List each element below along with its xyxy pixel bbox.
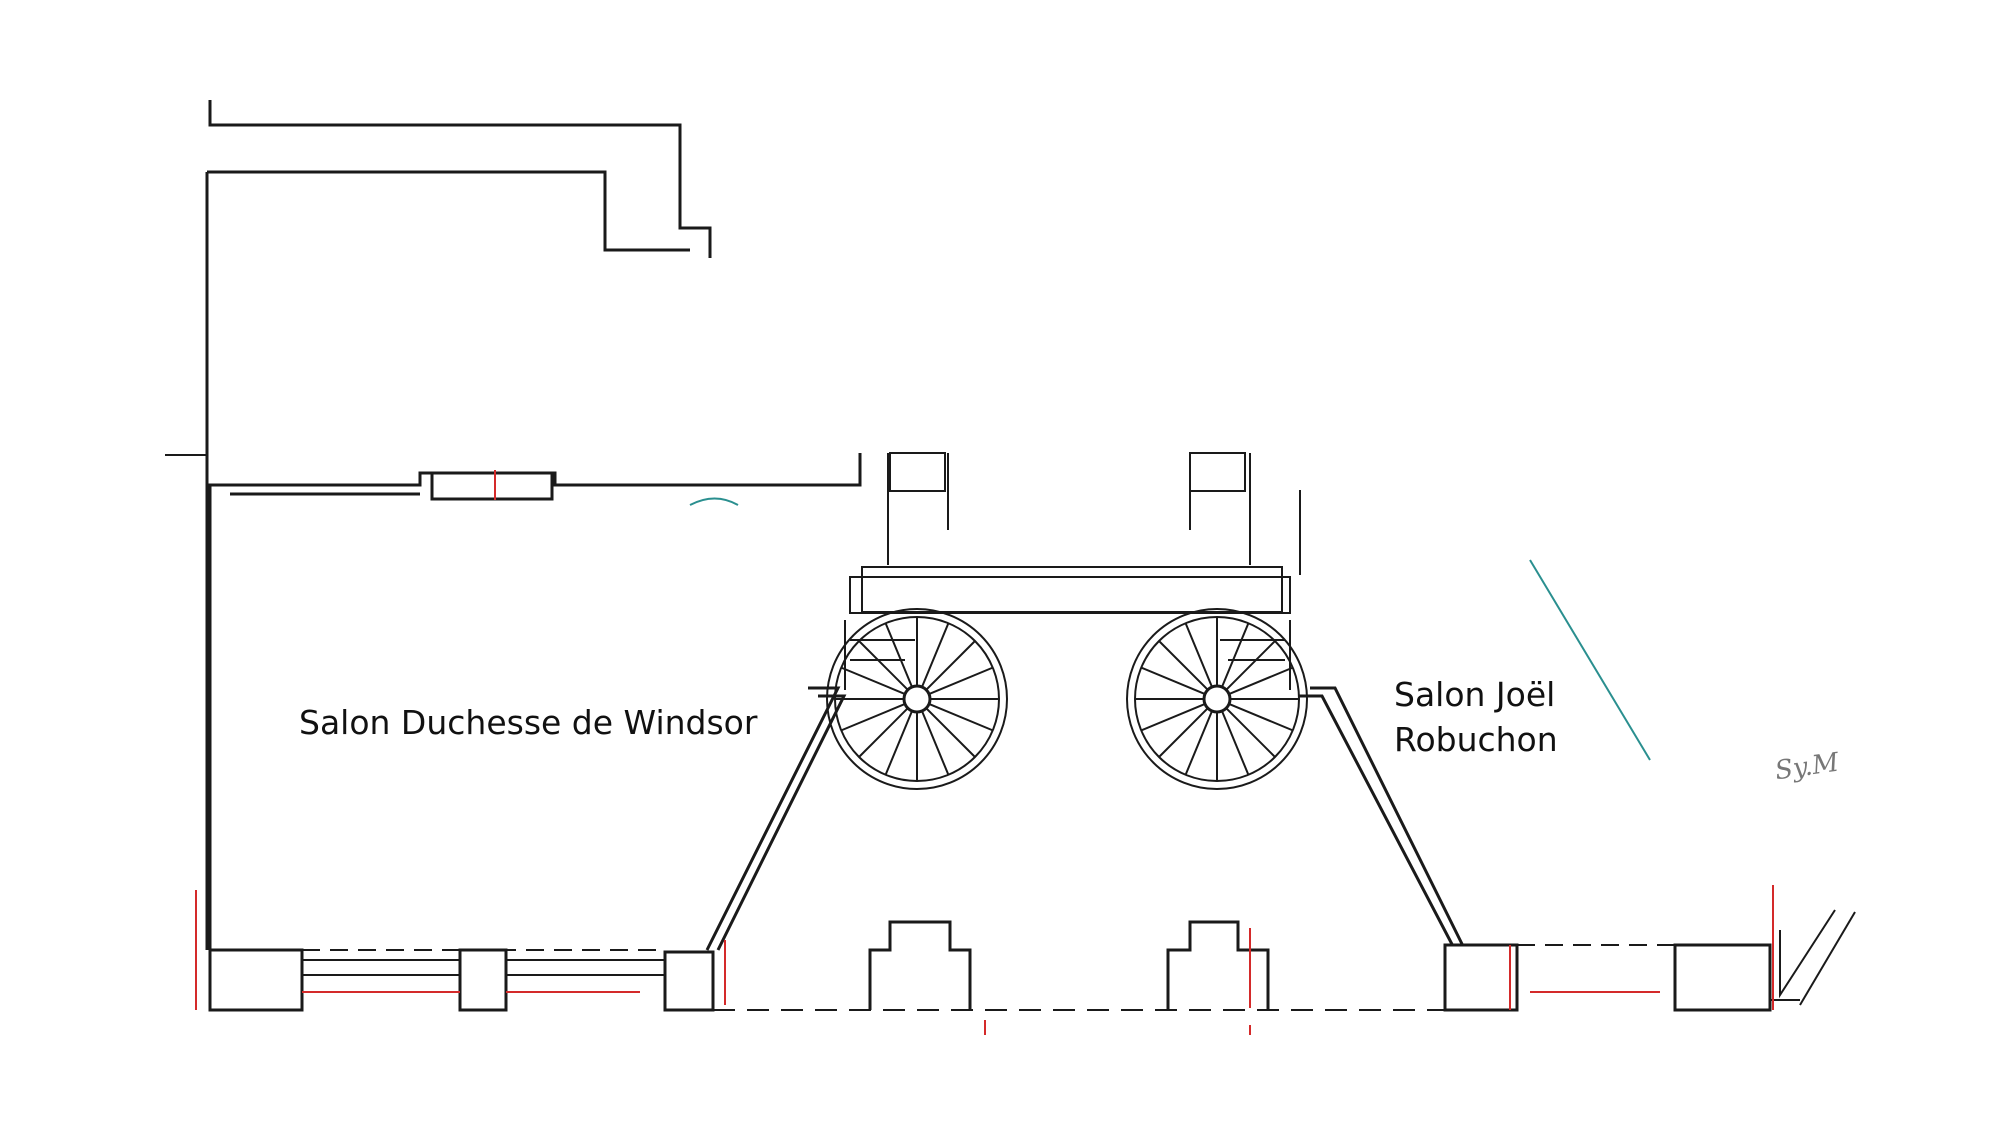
stair-tread <box>840 666 906 695</box>
stair-tread <box>1158 707 1209 758</box>
service-box-left <box>889 452 946 492</box>
pier-4 <box>1443 943 1519 1012</box>
stair-tread <box>921 710 950 776</box>
room-label-salon-duchesse-de-windsor: Salon Duchesse de Windsor <box>299 703 758 742</box>
stair-tread <box>1158 640 1209 691</box>
stair-tread <box>884 622 913 688</box>
center-wall-right <box>1310 686 1467 951</box>
outer-wall-top <box>208 100 712 258</box>
stair-tread <box>1228 666 1294 695</box>
pier-1 <box>208 948 304 1012</box>
stair-tread <box>858 707 909 758</box>
stair-tread <box>858 640 909 691</box>
service-box-right <box>1189 452 1246 492</box>
stair-tread <box>884 710 913 776</box>
room-label-line-1: Salon Joël <box>1394 675 1556 714</box>
stair-tread <box>928 703 994 732</box>
landing-corridor <box>849 576 1291 614</box>
pier-3 <box>663 950 715 1012</box>
stair-tread <box>1184 622 1213 688</box>
stair-tread <box>925 640 976 691</box>
room-label-line-2: Robuchon <box>1394 720 1558 759</box>
stair-tread <box>925 707 976 758</box>
stair-tread <box>928 666 994 695</box>
landing-corridor-inner <box>861 566 1283 613</box>
bay-block-right <box>1166 920 1270 1010</box>
stair-tread <box>1140 703 1206 732</box>
door-opening-top <box>430 471 554 501</box>
stair-tread <box>1184 710 1213 776</box>
stair-tread <box>1225 640 1276 691</box>
center-wall-left <box>705 686 841 951</box>
stair-tread <box>1221 710 1250 776</box>
room-label-salon-joel-robuchon: Salon Joël Robuchon <box>1394 672 1558 762</box>
stair-tread <box>840 703 906 732</box>
pier-5 <box>1673 943 1772 1012</box>
spiral-staircase-left <box>826 608 1008 790</box>
stair-tread <box>921 622 950 688</box>
bay-block-left <box>868 920 972 1010</box>
inner-wall-top <box>207 170 690 252</box>
stair-tread <box>1228 703 1294 732</box>
upper-partition <box>207 453 862 487</box>
pier-2 <box>458 948 508 1012</box>
spiral-staircase-right <box>1126 608 1308 790</box>
stair-tread <box>1140 666 1206 695</box>
stair-tread <box>1221 622 1250 688</box>
stair-tread <box>1225 707 1276 758</box>
